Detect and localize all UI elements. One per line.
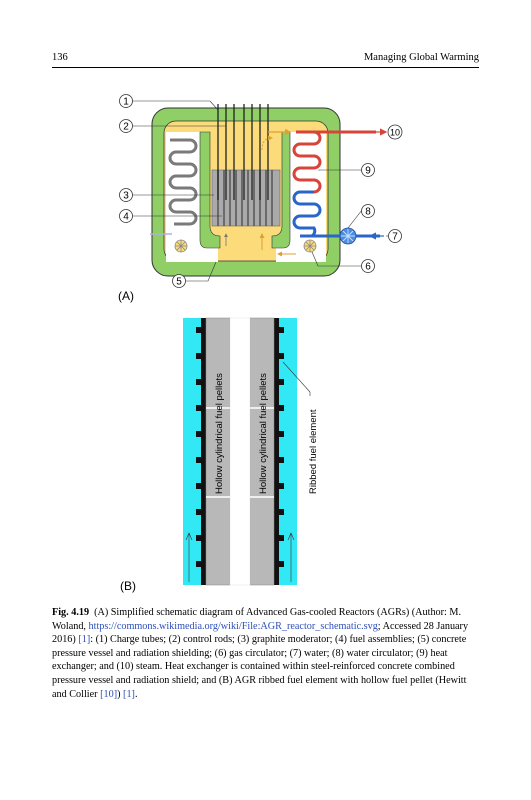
callout-1: 1	[119, 94, 133, 108]
reference-link-1b[interactable]: [1]	[123, 688, 135, 700]
reference-link-10[interactable]: [10]	[100, 688, 118, 700]
water-circulator	[339, 227, 357, 245]
callout-5-text: 5	[176, 277, 182, 288]
fuel-pellet-column-right	[249, 317, 275, 586]
caption-text-4: )	[117, 688, 124, 700]
caption-text-5: .	[134, 688, 138, 700]
callout-leaders	[132, 100, 388, 282]
cladding-ribs	[196, 327, 284, 567]
page-number: 136	[52, 52, 68, 63]
graphite-moderator	[211, 169, 281, 227]
callout-9-text: 9	[365, 166, 371, 177]
panel-b-fuel-element: Hollow cylindrical fuel pellets Hollow c…	[120, 317, 319, 593]
callout-7-text: 7	[392, 232, 398, 243]
callout-markers: 1 2 3 4 5 6 7 8 9 10	[119, 94, 403, 288]
water-coil	[292, 190, 322, 238]
gas-circulator-right	[303, 239, 317, 253]
gas-flow-arrow	[261, 135, 273, 151]
element-label-leader	[282, 361, 311, 396]
callout-3-text: 3	[123, 191, 129, 202]
callout-4: 4	[119, 209, 133, 223]
panel-b-label: (B)	[120, 579, 136, 593]
cladding-left	[201, 318, 206, 585]
running-header: 136 Managing Global Warming	[52, 52, 479, 68]
caption-text-3: : (1) Charge tubes; (2) control rods; (3…	[52, 634, 467, 700]
left-heat-exchanger-coil	[168, 138, 198, 226]
fuel-pellet-column-left	[205, 317, 231, 586]
figure-label: Fig. 4.19	[52, 607, 90, 618]
callout-1-text: 1	[123, 97, 129, 108]
gas-circulator-left	[174, 239, 188, 253]
pellet-boundaries	[206, 407, 274, 498]
reference-link-1[interactable]: [1]	[78, 634, 91, 646]
figure-caption: Fig. 4.19(A) Simplified schematic diagra…	[52, 606, 479, 701]
callout-2-text: 2	[123, 122, 129, 133]
callout-9: 9	[361, 163, 375, 177]
callout-5: 5	[172, 274, 186, 288]
ribbed-element-label: Ribbed fuel element	[308, 409, 319, 494]
core-shield-right	[271, 131, 291, 249]
pellet-label-right: Hollow cylindrical fuel pellets	[258, 373, 269, 494]
callout-8-text: 8	[365, 207, 371, 218]
central-hole	[229, 317, 251, 586]
core-shield-left	[199, 131, 221, 249]
coolant-flow-arrows	[185, 532, 295, 582]
cladding-right	[274, 318, 279, 585]
callout-3: 3	[119, 188, 133, 202]
source-link[interactable]: https://commons.wikimedia.org/wiki/File:…	[88, 620, 378, 632]
callout-6-text: 6	[365, 262, 371, 273]
header-rule	[52, 67, 479, 68]
callout-7: 7	[388, 229, 402, 243]
charge-tubes-control-rods	[217, 104, 269, 200]
panel-a-label: (A)	[118, 289, 134, 303]
running-title: Managing Global Warming	[363, 52, 479, 63]
caption-text-1: (A) Simplified schematic diagram of Adva…	[52, 607, 462, 632]
panel-a-reactor-schematic: 1 2 3 4 5 6 7 8 9 10 (A)	[118, 94, 403, 303]
pellet-label-left: Hollow cylindrical fuel pellets	[214, 373, 225, 494]
callout-8: 8	[361, 204, 375, 218]
callout-6: 6	[361, 259, 375, 273]
callout-2: 2	[119, 119, 133, 133]
caption-text-2: ; Accessed 28 January 2016)	[52, 620, 469, 646]
callout-4-text: 4	[123, 212, 129, 223]
callout-10: 10	[387, 124, 403, 140]
callout-10-text: 10	[390, 128, 400, 138]
steam-coil	[292, 130, 322, 194]
